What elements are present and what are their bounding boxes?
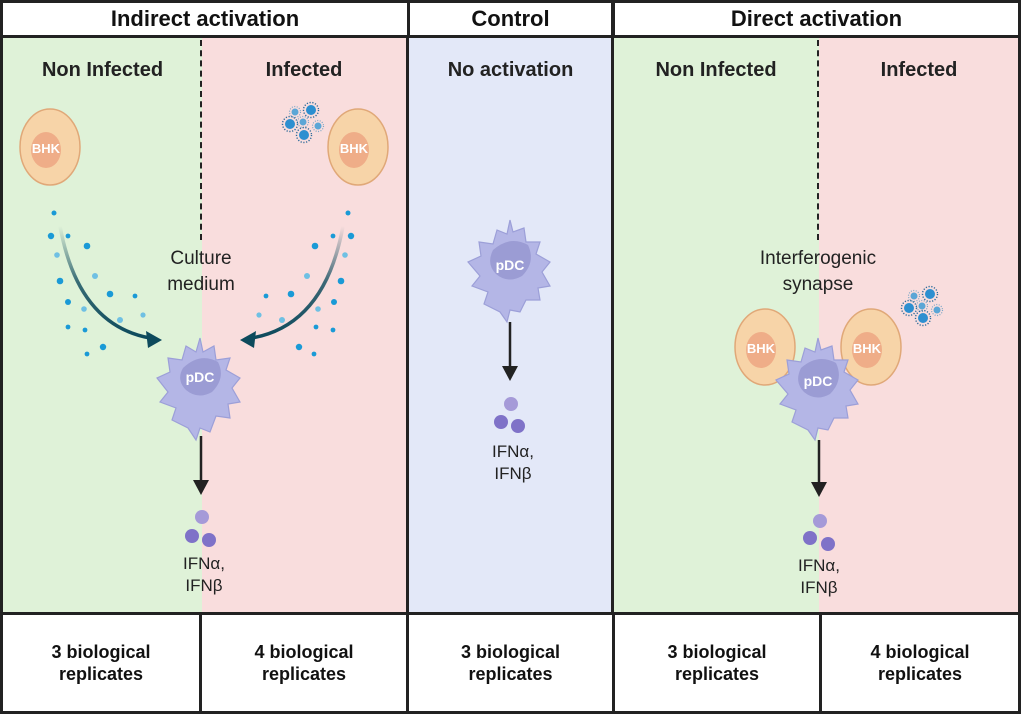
pdc-cell bbox=[467, 219, 551, 324]
ifn-label: IFNα, IFNβ bbox=[473, 441, 553, 485]
ifn-beta: IFNβ bbox=[800, 578, 838, 597]
bhk-label: BHK bbox=[339, 141, 369, 156]
header-indirect-activation: Indirect activation bbox=[0, 0, 410, 38]
replicates-line2: replicates bbox=[58, 664, 144, 684]
ifn-alpha: IFNα, bbox=[183, 554, 225, 573]
replicates-line1: 4 biological bbox=[870, 642, 970, 662]
dashed-divider bbox=[817, 40, 819, 240]
ifn-alpha: IFNα, bbox=[492, 442, 534, 461]
bhk-label: BHK bbox=[31, 141, 61, 156]
replicates-line1: 3 biological bbox=[51, 642, 151, 662]
synapse-line2: synapse bbox=[782, 274, 854, 295]
replicates-line2: replicates bbox=[261, 664, 347, 684]
header-direct-activation: Direct activation bbox=[612, 0, 1021, 38]
dashed-divider bbox=[200, 40, 202, 240]
culture-medium-line1: Culture bbox=[170, 248, 232, 269]
arrow-down bbox=[811, 440, 827, 497]
culture-medium-dots bbox=[47, 210, 146, 357]
replicates-line1: 3 biological bbox=[667, 642, 767, 662]
bhk-cell bbox=[19, 108, 81, 186]
subheader-indirect-infected: Infected bbox=[265, 59, 343, 81]
ifn-beta: IFNβ bbox=[494, 464, 532, 483]
pdc-cell bbox=[775, 337, 859, 442]
ifn-molecules-icon bbox=[185, 510, 216, 547]
pdc-cell bbox=[156, 337, 241, 442]
ifn-label: IFNα, IFNβ bbox=[779, 555, 859, 599]
virus-cluster-icon bbox=[900, 285, 944, 327]
bhk-label: BHK bbox=[746, 341, 776, 356]
replicates-line2: replicates bbox=[674, 664, 760, 684]
ifn-molecules-icon bbox=[803, 514, 835, 551]
ifn-label: IFNα, IFNβ bbox=[164, 553, 244, 597]
virus-cluster-icon bbox=[281, 101, 325, 144]
bhk-cell bbox=[327, 108, 389, 186]
divider bbox=[611, 36, 614, 614]
arrow-down bbox=[502, 322, 518, 381]
arrow-right-curved bbox=[240, 225, 345, 348]
synapse-line1: Interferogenic bbox=[759, 248, 877, 269]
culture-medium-label: Culture medium bbox=[140, 246, 262, 298]
ifn-molecules-icon bbox=[494, 397, 525, 433]
subheader-direct-infected: Infected bbox=[880, 59, 958, 81]
ifn-beta: IFNβ bbox=[185, 576, 223, 595]
culture-medium-dots bbox=[256, 210, 355, 357]
bhk-cell bbox=[840, 308, 902, 386]
replicates-line1: 4 biological bbox=[254, 642, 354, 662]
header-control: Control bbox=[407, 0, 614, 38]
divider bbox=[0, 36, 3, 614]
pdc-label: pDC bbox=[185, 369, 215, 385]
divider bbox=[1018, 36, 1021, 614]
replicates-line2: replicates bbox=[468, 664, 553, 684]
subheader-indirect-non-infected: Non Infected bbox=[41, 59, 164, 81]
ifn-alpha: IFNα, bbox=[798, 556, 840, 575]
subheader-direct-non-infected: Non Infected bbox=[655, 59, 777, 81]
culture-medium-line2: medium bbox=[167, 274, 235, 295]
replicates-line1: 3 biological bbox=[460, 642, 561, 662]
replicates-line2: replicates bbox=[877, 664, 963, 684]
pdc-label: pDC bbox=[495, 257, 525, 273]
arrow-left-curved bbox=[58, 225, 162, 348]
divider bbox=[406, 36, 409, 614]
bhk-label: BHK bbox=[852, 341, 882, 356]
subheader-control: No activation bbox=[447, 59, 574, 81]
arrow-down bbox=[193, 436, 209, 495]
pdc-label: pDC bbox=[803, 373, 833, 389]
bhk-cell bbox=[734, 308, 796, 386]
interferogenic-synapse-label: Interferogenic synapse bbox=[738, 246, 898, 298]
